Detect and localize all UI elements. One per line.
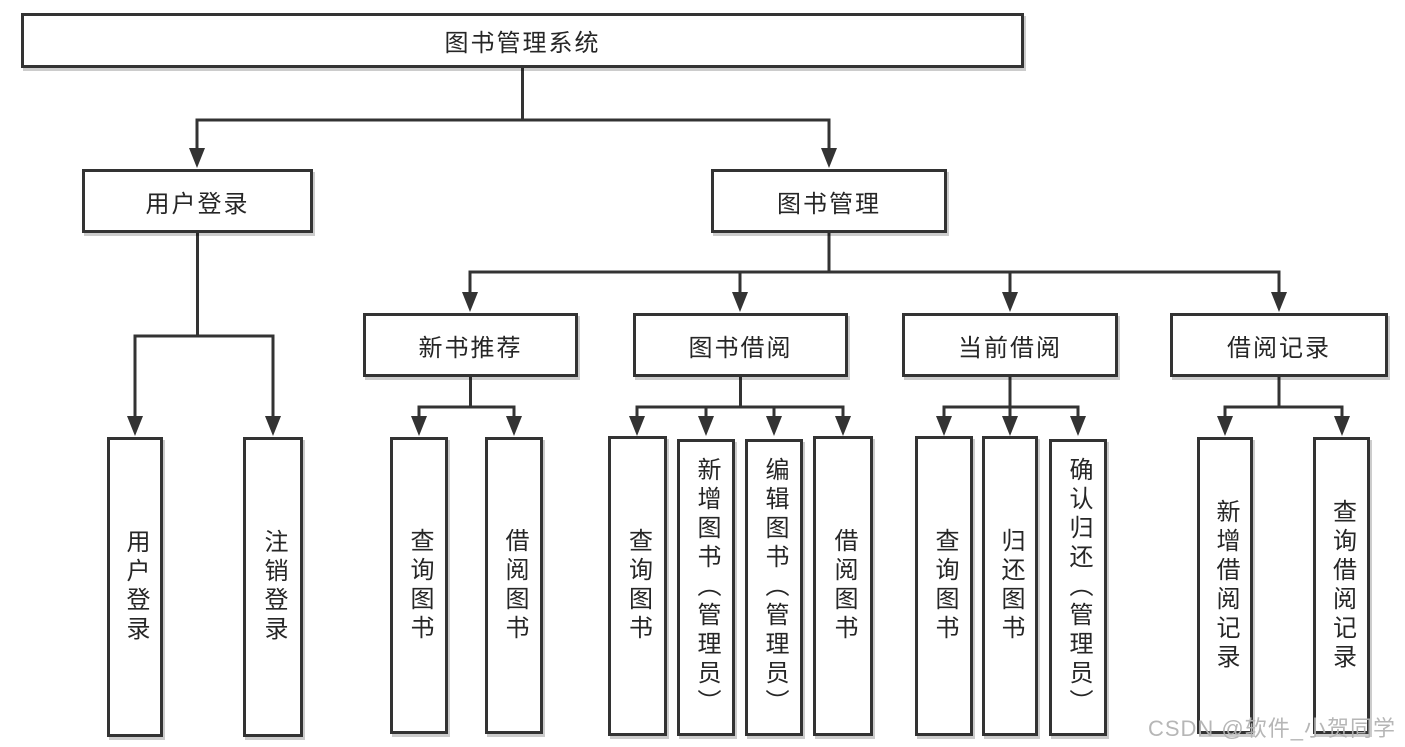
- node-current-borrowing: 当前借阅: [902, 313, 1118, 377]
- leaf-br-query-record: 查询借阅记录: [1313, 437, 1370, 734]
- node-new-book-recommend: 新书推荐: [363, 313, 578, 377]
- leaf-nbr-borrow-books: 借阅图书: [485, 437, 543, 734]
- node-label: 当前借阅: [958, 334, 1062, 362]
- node-label: 图书管理: [777, 190, 881, 218]
- leaf-logout: 注销登录: [243, 437, 303, 737]
- node-label: 图书借阅: [688, 334, 793, 362]
- leaf-label: 用户登录: [122, 529, 149, 645]
- leaf-user-login: 用户登录: [107, 437, 163, 737]
- node-label: 用户登录: [145, 190, 250, 218]
- leaf-label: 查询借阅记录: [1328, 498, 1356, 673]
- leaf-bb-add-books-admin: 新增图书（管理员）: [677, 439, 735, 736]
- node-label: 借阅记录: [1227, 334, 1331, 362]
- leaf-bb-query-books: 查询图书: [608, 436, 667, 736]
- leaf-label: 查询图书: [931, 528, 958, 644]
- leaf-cb-query-books: 查询图书: [915, 436, 973, 736]
- node-book-management: 图书管理: [711, 169, 947, 233]
- node-book-borrowing: 图书借阅: [633, 313, 848, 377]
- leaf-label: 借阅图书: [501, 527, 528, 644]
- csdn-watermark: CSDN @软件_小贺同学: [1147, 716, 1396, 741]
- node-user-login: 用户登录: [82, 169, 313, 233]
- node-borrowing-records: 借阅记录: [1170, 313, 1388, 377]
- node-library-management-system: 图书管理系统: [21, 13, 1024, 68]
- leaf-nbr-query-books: 查询图书: [390, 437, 448, 734]
- leaf-bb-edit-books-admin: 编辑图书（管理员）: [745, 439, 803, 736]
- leaf-label: 查询图书: [406, 527, 433, 644]
- leaf-label: 借阅图书: [830, 528, 857, 644]
- leaf-label: 新增图书（管理员）: [693, 457, 720, 718]
- leaf-label: 注销登录: [260, 529, 287, 645]
- arrowheads: [127, 148, 1350, 436]
- leaf-label: 新增借阅记录: [1212, 498, 1239, 673]
- leaf-br-add-record: 新增借阅记录: [1197, 437, 1253, 734]
- leaf-label: 编辑图书（管理员）: [761, 457, 788, 718]
- leaf-label: 确认归还（管理员）: [1065, 457, 1092, 718]
- leaf-label: 查询图书: [624, 528, 652, 644]
- leaf-cb-confirm-return-admin: 确认归还（管理员）: [1049, 439, 1107, 736]
- leaf-cb-return-books: 归还图书: [982, 436, 1038, 736]
- leaf-bb-borrow-books: 借阅图书: [813, 436, 873, 736]
- leaf-label: 归还图书: [997, 528, 1024, 644]
- node-label: 图书管理系统: [444, 30, 601, 57]
- node-label: 新书推荐: [418, 334, 523, 362]
